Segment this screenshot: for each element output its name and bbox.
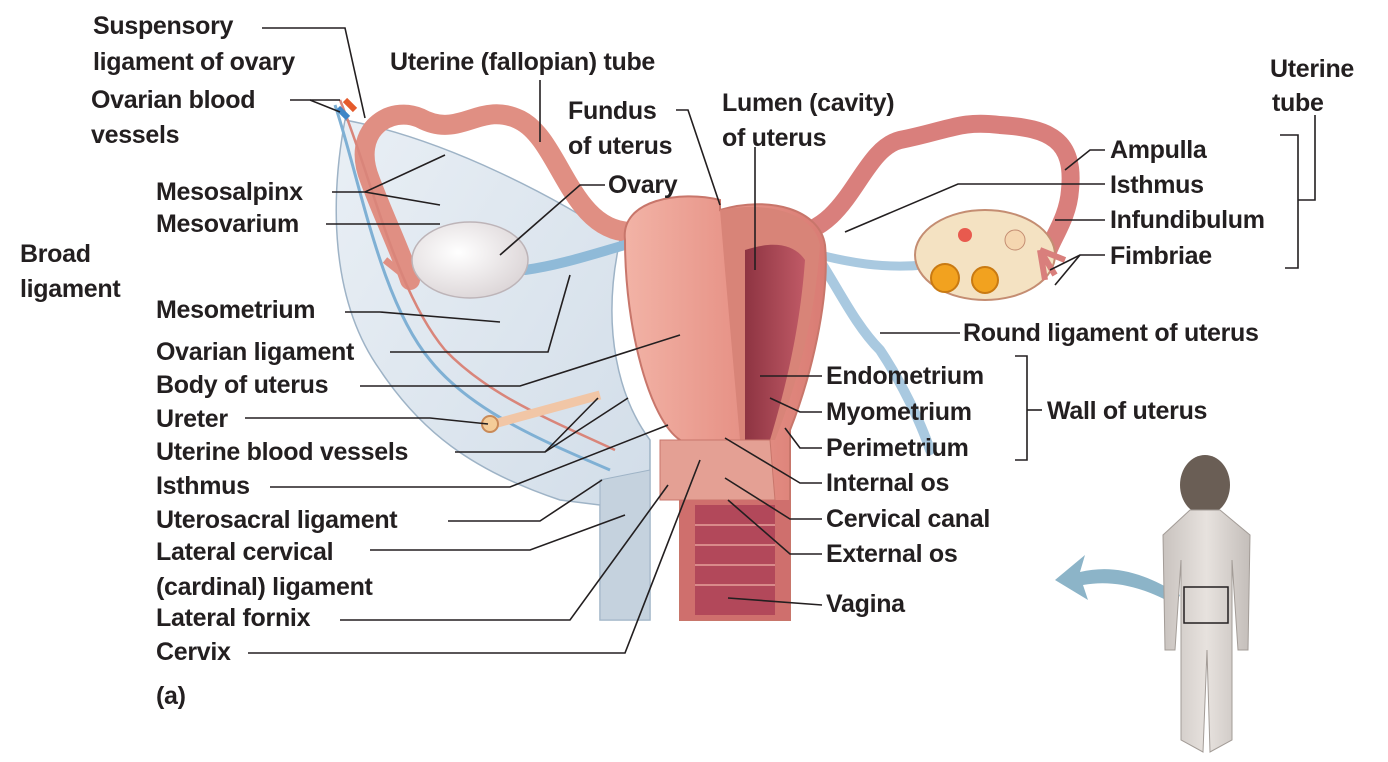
label-wall-of-uterus: Wall of uterus (1047, 397, 1208, 425)
label-fundus-1: Fundus (568, 97, 657, 125)
orientation-arrow (1055, 555, 1180, 605)
label-fundus-2: of uterus (568, 132, 673, 160)
right-uterine-tube (781, 114, 1080, 269)
label-mesovarium: Mesovarium (156, 210, 299, 238)
label-uterosacral-ligament: Uterosacral ligament (156, 506, 398, 534)
label-lumen-1: Lumen (cavity) (722, 89, 895, 117)
ovarian-vessels-left (333, 104, 611, 472)
label-lateral-fornix: Lateral fornix (156, 604, 311, 632)
label-mesosalpinx: Mesosalpinx (156, 178, 303, 206)
ureter (488, 390, 602, 430)
label-uterine-tube-group-2: tube (1272, 89, 1324, 117)
label-myometrium: Myometrium (826, 398, 972, 426)
label-fimbriae: Fimbriae (1110, 242, 1212, 270)
label-internal-os: Internal os (826, 469, 950, 497)
label-ovarian-blood-vessels-1: Ovarian blood (91, 86, 256, 114)
label-broad-ligament-2: ligament (20, 275, 121, 303)
label-endometrium: Endometrium (826, 362, 984, 390)
label-ureter: Ureter (156, 405, 228, 433)
left-uterine-tube (354, 104, 640, 290)
label-uterine-fallopian-tube: Uterine (fallopian) tube (390, 48, 656, 76)
label-round-ligament: Round ligament of uterus (963, 319, 1259, 347)
label-ovarian-ligament: Ovarian ligament (156, 338, 355, 366)
label-external-os: External os (826, 540, 958, 568)
label-suspensory-ligament-1: Suspensory (93, 12, 234, 40)
label-cervical-canal: Cervical canal (826, 505, 990, 533)
label-uterine-tube-group-1: Uterine (1270, 55, 1355, 83)
panel-label: (a) (156, 682, 186, 710)
uterine-lumen (745, 244, 805, 440)
label-isthmus-left: Isthmus (156, 472, 250, 500)
label-vagina: Vagina (826, 590, 905, 618)
label-ovarian-blood-vessels-2: vessels (91, 121, 180, 149)
label-cervix: Cervix (156, 638, 231, 666)
label-ovary: Ovary (608, 171, 678, 199)
ovarian-ligament-left (520, 240, 630, 275)
label-uterine-blood-vessels: Uterine blood vessels (156, 438, 409, 466)
label-mesometrium: Mesometrium (156, 296, 316, 324)
cervix (659, 439, 776, 501)
label-broad-ligament-1: Broad (20, 240, 91, 268)
human-figure-icon (1162, 455, 1251, 753)
label-ampulla: Ampulla (1110, 136, 1207, 164)
label-isthmus-right: Isthmus (1110, 171, 1204, 199)
leader-lines (245, 27, 1316, 654)
label-lateral-cervical-1: Lateral cervical (156, 538, 334, 566)
label-lateral-cervical-2: (cardinal) ligament (156, 573, 373, 601)
label-infundibulum: Infundibulum (1110, 206, 1265, 234)
label-lumen-2: of uterus (722, 124, 827, 152)
label-body-of-uterus: Body of uterus (156, 371, 329, 399)
label-perimetrium: Perimetrium (826, 434, 969, 462)
left-ovary (411, 221, 529, 299)
label-suspensory-ligament-2: ligament of ovary (93, 48, 295, 76)
